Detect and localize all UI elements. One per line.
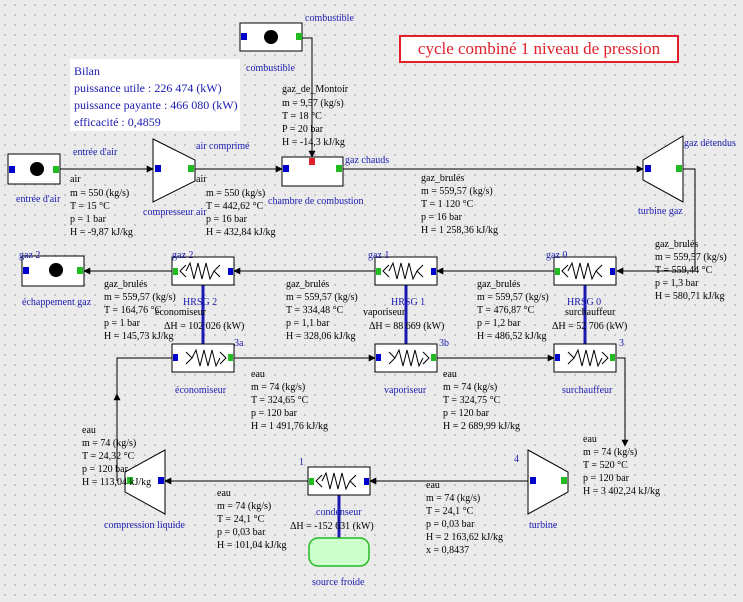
bilan-puissance-utile: puissance utile : 226 474 (kW)	[74, 81, 222, 95]
condenseur-label: condenseur	[316, 507, 362, 518]
economiseur-top-label: économiseur	[155, 307, 207, 318]
link-3	[617, 357, 629, 447]
chambre-combustion[interactable]	[281, 156, 344, 187]
compresseur-air-label: compresseur air	[143, 207, 207, 218]
dh-hrsg2: ΔH = 102 026 (kW)	[164, 321, 245, 332]
node-4: 4	[514, 454, 519, 465]
echappement-label: échappement gaz	[22, 297, 92, 308]
hrsg0-label: HRSG 0	[567, 297, 602, 308]
vaporiseur-label: vaporiseur	[384, 385, 427, 396]
combustible-label-top: combustible	[305, 13, 354, 24]
condenseur-exchanger[interactable]	[307, 466, 371, 496]
economiseur-label: économiseur	[175, 385, 227, 396]
node-3: 3	[619, 338, 624, 349]
hrsg2-label: HRSG 2	[183, 297, 218, 308]
state-gaz-detendus: gaz_brulés m = 559,57 (kg/s)T = 559,44 °…	[655, 239, 727, 302]
gaz-de-montoir-label: gaz_de_Montoir	[282, 84, 349, 95]
node-3b: 3b	[439, 338, 449, 349]
bilan-heading: Bilan	[74, 64, 100, 78]
vaporiseur-top-label: vaporiseur	[363, 307, 406, 318]
echappement-gaz[interactable]	[21, 255, 85, 287]
bilan-efficacite: efficacité : 0,4859	[74, 115, 161, 129]
turbine-label: turbine	[529, 520, 558, 531]
dh-hrsg0: ΔH = 52 706 (kW)	[552, 321, 628, 332]
entree-air-source[interactable]	[7, 153, 61, 185]
combustible-label: combustible	[246, 63, 295, 74]
bilan-panel: Bilan puissance utile : 226 474 (kW) pui…	[70, 59, 240, 131]
gaz2-label-left: gaz 2	[19, 250, 41, 261]
state-gaz-chauds: gaz_brulés m = 559,57 (kg/s)T = 1 120 °C…	[421, 173, 499, 236]
source-froide-label: source froide	[312, 577, 365, 588]
link-combustible	[302, 37, 316, 158]
dh-condenseur: ΔH = -152 631 (kW)	[290, 521, 374, 532]
air-label: air	[70, 174, 81, 185]
source-froide[interactable]	[308, 537, 370, 567]
state-gaz1: gaz_brulés m = 559,57 (kg/s)T = 334,48 °…	[286, 279, 358, 342]
compresseur-air[interactable]	[152, 138, 196, 203]
vaporiseur-exchanger[interactable]	[374, 343, 438, 373]
turbine-gaz-label: turbine gaz	[638, 206, 683, 217]
node-3a: 3a	[234, 338, 244, 349]
state-gaz0: gaz_brulés m = 559,57 (kg/s)T = 476,87 °…	[477, 279, 549, 342]
combustible-source[interactable]	[239, 22, 303, 52]
chambre-label: chambre de combustion	[268, 196, 364, 207]
bilan-puissance-payante: puissance payante : 466 080 (kW)	[74, 98, 238, 112]
dh-hrsg1: ΔH = 88 669 (kW)	[369, 321, 445, 332]
diagram-title: cycle combiné 1 niveau de pression	[399, 35, 679, 63]
gaz2-label: gaz 2	[172, 250, 194, 261]
entree-air-label: entrée d'air	[16, 194, 61, 205]
gaz-detendus-label: gaz détendus	[684, 138, 736, 149]
economiseur-exchanger[interactable]	[171, 343, 235, 373]
link-gaz-detendus	[616, 168, 696, 275]
gaz-chauds-label: gaz chauds	[345, 155, 390, 166]
air-comprime-label: air comprimé	[196, 141, 250, 152]
node-1: 1	[299, 457, 304, 468]
surchauffeur-top-label: surchauffeur	[565, 307, 616, 318]
hrsg1-label: HRSG 1	[391, 297, 426, 308]
entree-air-label-top: entrée d'air	[73, 147, 118, 158]
state-gaz2: gaz_brulés m = 559,57 (kg/s)T = 164,76 °…	[104, 279, 176, 342]
air2-label: air	[196, 174, 207, 185]
gaz0-label: gaz 0	[546, 250, 568, 261]
surchauffeur-exchanger[interactable]	[553, 343, 617, 373]
turbine-gaz[interactable]	[642, 135, 684, 203]
turbine-vapeur[interactable]	[527, 449, 569, 515]
compression-liquide-label: compression liquide	[104, 520, 185, 531]
compression-liquide[interactable]	[124, 449, 166, 515]
surchauffeur-label: surchauffeur	[562, 385, 613, 396]
link-2	[116, 357, 172, 481]
gaz1-label: gaz 1	[368, 250, 390, 261]
